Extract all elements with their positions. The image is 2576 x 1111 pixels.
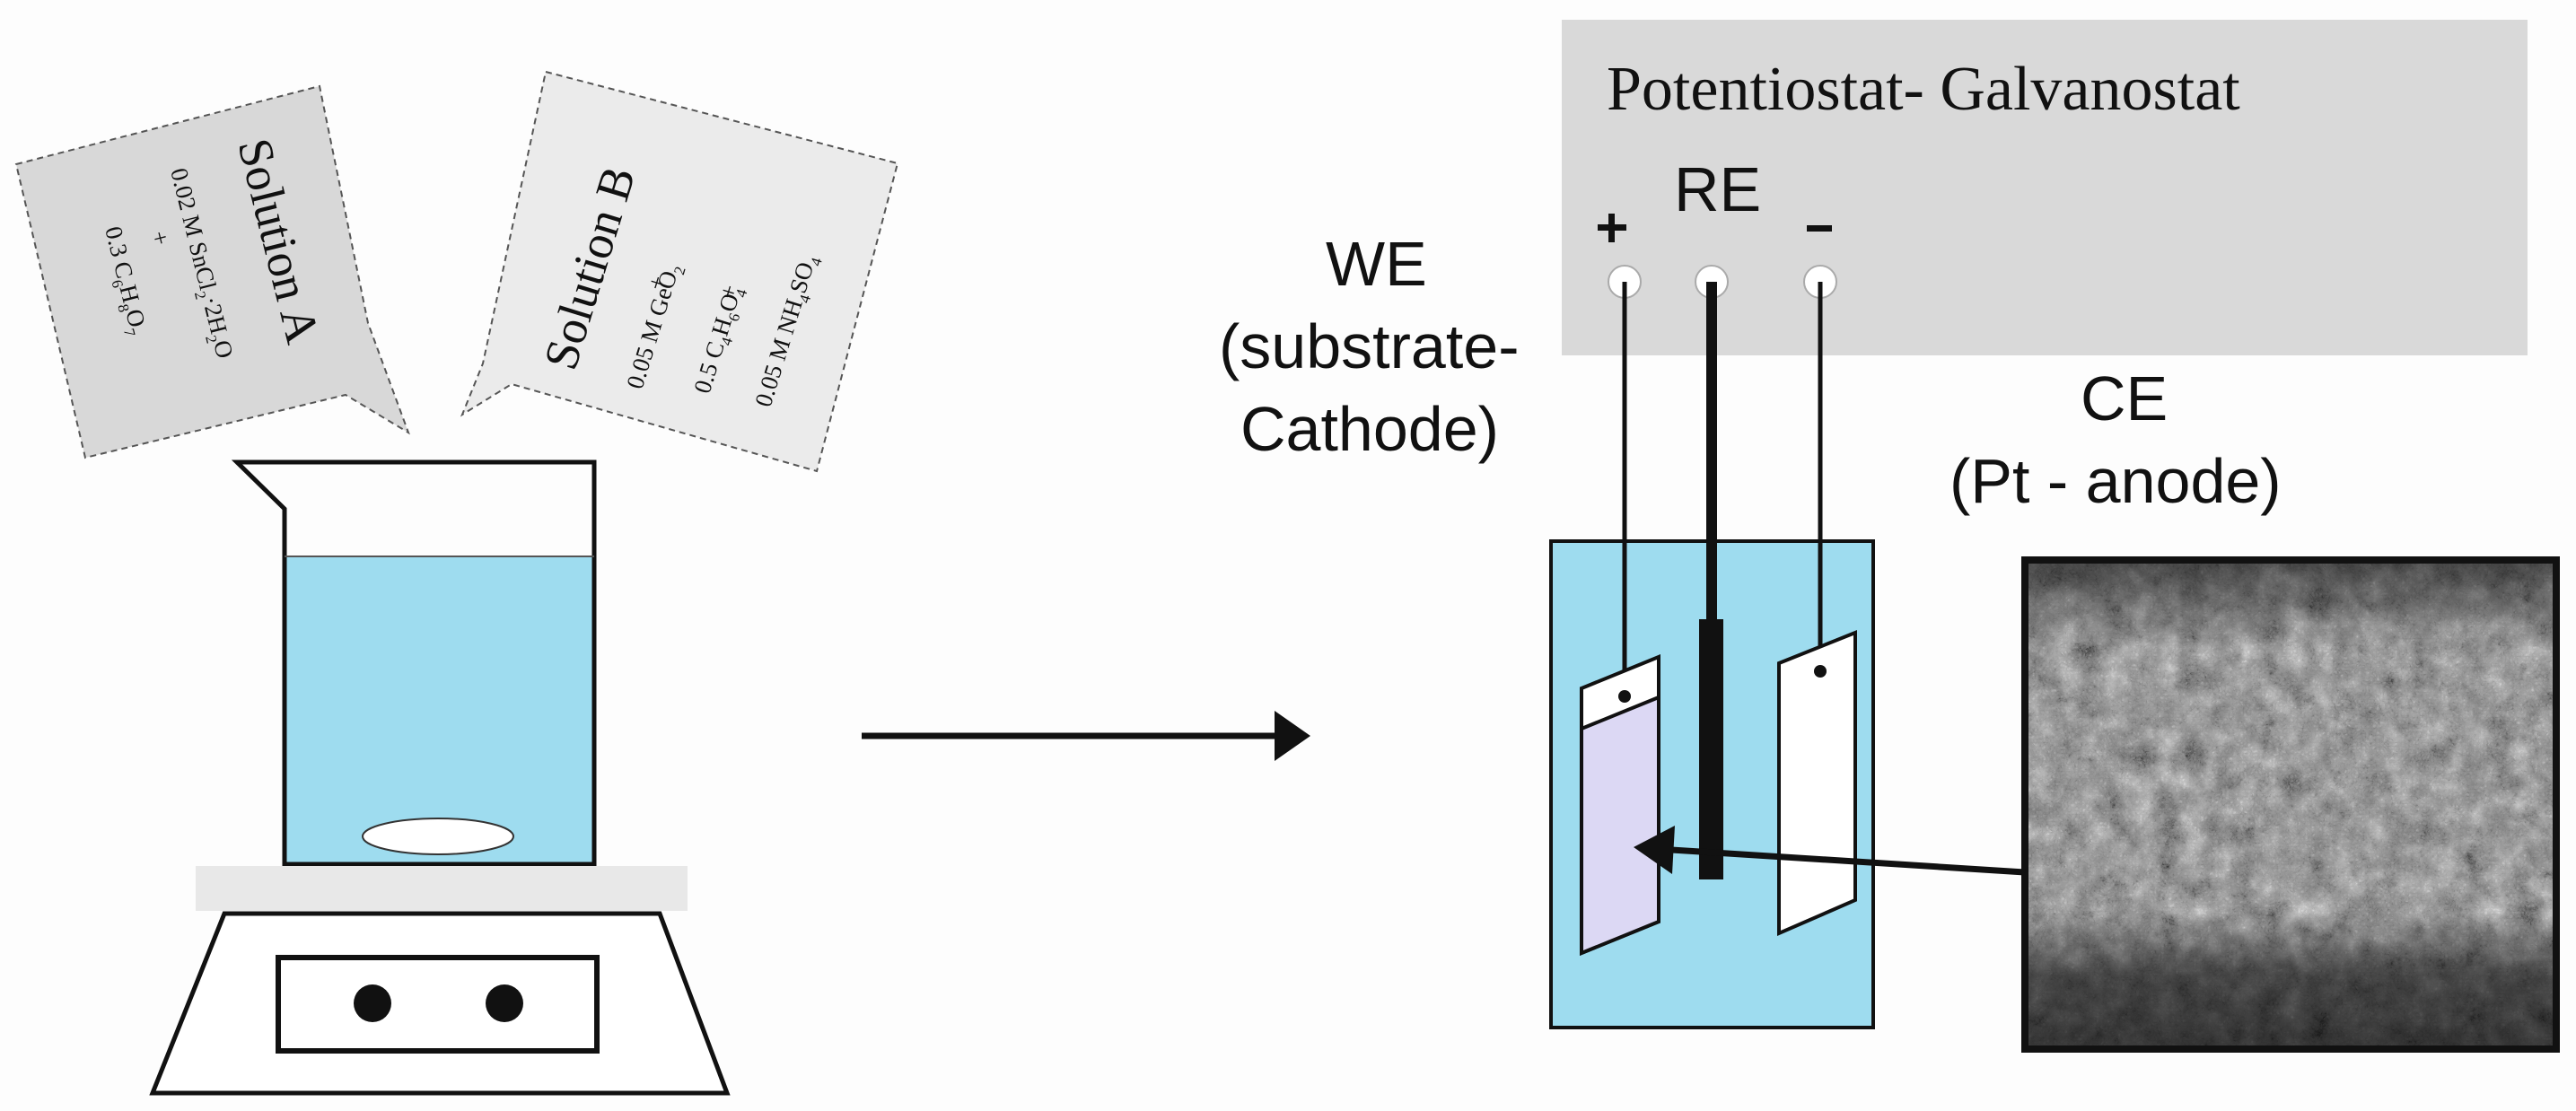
re-wire bbox=[1706, 282, 1717, 623]
beaker-icon bbox=[231, 459, 597, 867]
stir-bar bbox=[362, 818, 514, 855]
potentiostat-title: Potentiostat- Galvanostat bbox=[1607, 55, 2240, 124]
electrochemical-cell bbox=[1549, 282, 1875, 1029]
ce-label: CE (Pt - anode) bbox=[1950, 363, 2282, 516]
we-label: WE (substrate- Cathode) bbox=[1219, 229, 1520, 464]
sem-pointer-arrow bbox=[1634, 826, 2026, 876]
magnetic-stirrer-icon bbox=[149, 866, 731, 1096]
reference-electrode bbox=[1699, 619, 1723, 879]
ce-label-line1: CE bbox=[2081, 363, 2168, 433]
beaker-solution bbox=[285, 556, 594, 864]
we-label-line2: (substrate- bbox=[1219, 311, 1520, 381]
solution-b-callout: Solution B 0.05 M GeO2 + 0.5 C4H6O4 + 0.… bbox=[460, 70, 899, 473]
stirrer-knob-left bbox=[354, 984, 391, 1022]
re-label: RE bbox=[1674, 154, 1761, 224]
process-arrow bbox=[862, 711, 1310, 761]
we-label-line1: WE bbox=[1326, 229, 1427, 299]
potentiostat-box: Potentiostat- Galvanostat RE bbox=[1562, 20, 2528, 355]
deposited-film bbox=[1580, 695, 1660, 956]
solution-a-plus: + bbox=[145, 228, 175, 248]
ce-label-line2: (Pt - anode) bbox=[1950, 446, 2282, 516]
counter-electrode bbox=[1777, 630, 1857, 937]
minus-terminal-label bbox=[1807, 225, 1832, 232]
sem-micrograph bbox=[2021, 556, 2560, 1053]
solution-a-callout: Solution A 0.02 M SnCl2·2H2O + 0.3 C6H8O… bbox=[14, 84, 410, 459]
working-electrode bbox=[1580, 654, 1660, 956]
we-label-line3: Cathode) bbox=[1240, 394, 1499, 464]
plus-terminal-label-v bbox=[1608, 214, 1615, 242]
stirrer-knob-right bbox=[486, 984, 523, 1022]
